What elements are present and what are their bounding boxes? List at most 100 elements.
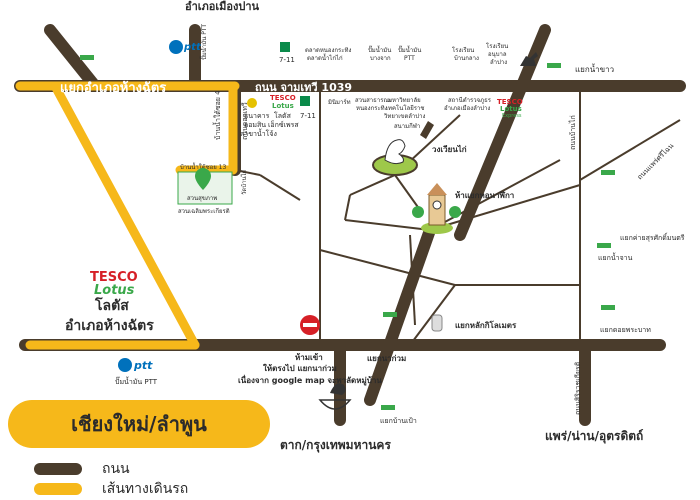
clock-face-icon (432, 200, 442, 210)
horse-icon (520, 52, 538, 66)
seven-eleven-marker: 7-11 (300, 96, 316, 120)
yaek-khai-surasak-label: แยกค่ายสุรศักดิ์มนตรี (620, 232, 685, 242)
seven-eleven-icon (300, 96, 310, 106)
rooster-bowl-icon (318, 383, 352, 410)
bank-sub-label: ออมสิน (244, 121, 266, 129)
ptt-text: ptt (133, 359, 153, 372)
lotus-text: Lotus (94, 283, 135, 298)
mid-govt-label: สถานีตำรวจภูธร (448, 96, 492, 104)
express-text: Express (502, 113, 522, 119)
traffic-light-icon (601, 305, 615, 310)
traffic-light-icon (597, 243, 611, 248)
top-school2-c-label: ลำปาง (490, 59, 507, 66)
ptt-icon (118, 358, 132, 372)
minor-road (409, 284, 456, 346)
ban-nam-tai-soi4-label: บ้านน้ำใต้ซอย 4 (211, 90, 222, 140)
road-north-west (44, 24, 101, 92)
tesco-lotus-logo: TESCO Lotus (90, 270, 138, 298)
top-school-b-label: บ้านกลาง (454, 55, 479, 62)
destination-marker: สวนสุขภาพ สวนเฉลิมพระเกียรติ (177, 168, 233, 215)
minor-road (319, 249, 456, 286)
traffic-light-icon (601, 170, 615, 175)
top-shop2b-label: บางจาก (370, 55, 391, 62)
seven-eleven-label: 7-11 (300, 112, 316, 120)
ptt-logo-bottom: ptt ปั๊มน้ำมัน PTT (115, 358, 158, 386)
wong-wian-kai-label: วงเวียนไก่ (432, 144, 467, 154)
lotus-express-marker: TESCO Lotus โลตัส เอ็กซ์เพรส (268, 94, 299, 129)
thanon-ban-kai-don-label: ถนนบ้านไก่ (568, 115, 577, 150)
minor-road (344, 219, 431, 231)
mid-stadium-label: สนามกีฬา (394, 122, 420, 130)
top-shop3-label: ปั๊มน้ำมัน (398, 44, 421, 54)
top-school-label: โรงเรียน (452, 46, 474, 54)
bank-marker: ธนาคาร ออมสิน สาขาน้ำโจ้ง (240, 98, 277, 138)
minor-roads (234, 90, 681, 346)
bank-sub2-label: สาขาน้ำโจ้ง (240, 127, 277, 138)
mini-mart-label: มินิมาร์ท (328, 98, 351, 106)
seven-eleven-top-label: 7-11 (279, 56, 295, 64)
yaek-ban-pao-label: แยกบ้านเป้า (380, 417, 417, 425)
minor-road (429, 159, 561, 231)
lotus-label: โลตัส (94, 296, 129, 314)
road-diagonal-sw (364, 224, 436, 406)
no-entry-bar (303, 323, 317, 327)
tak-bkk-label: ตาก/กรุงเทพมหานคร (280, 438, 391, 453)
clock-tower-marker (412, 183, 461, 234)
ptt-note-bottom: ปั๊มน้ำมัน PTT (115, 375, 158, 386)
rooster-icon (330, 383, 346, 395)
top-shop3b-label: PTT (404, 55, 415, 62)
tesco-text: TESCO (90, 270, 138, 285)
map-pin-icon (195, 168, 211, 190)
traffic-light-icon (80, 55, 94, 60)
top-shop1-label: ตลาดหนองกระทิง (305, 47, 351, 54)
destination-label: สวนสุขภาพ (187, 195, 217, 202)
bowl-icon (318, 399, 352, 410)
mid-college-c-label: วิทยาเขตลำปาง (383, 113, 425, 120)
wong-wian-kai-roundabout (372, 121, 434, 176)
thanon-siri-rat-label: ถนนสิริราชเกียรติ (574, 361, 582, 415)
wat-ban-kai-label: วัดบ้านไก่ (240, 169, 248, 195)
thanon-khaonam-label: ถนนดอกเทวี (241, 102, 249, 140)
clock-tower-icon (428, 194, 446, 226)
traffic-lights (80, 55, 615, 410)
amphoe-mueang-pan-label: อำเภอเมืองปาน (185, 0, 260, 13)
lotus-express-text: Lotus (500, 105, 522, 113)
tree-icon (449, 206, 461, 218)
ban-nam-tai-soi13-label: บ้านน้ำใต้ซอย 13 (180, 161, 226, 171)
minor-road (349, 174, 396, 196)
clock-roof-icon (427, 183, 447, 195)
minor-road (579, 119, 681, 181)
ho-nalika-label: ห้าแยกหอนาฬิกา (455, 190, 514, 200)
rail-icon (420, 121, 434, 139)
yaek-lak-kilo-label: แยกหลักกิโลเมตร (455, 320, 517, 330)
mid-govt-b-label: อำเภอเมืองลำปาง (444, 104, 490, 112)
top-shop2-label: ปั๊มน้ำมัน (368, 44, 391, 54)
destination-sub-label: สวนเฉลิมพระเกียรติ (178, 207, 230, 215)
mid-college-label: มหาวิทยาลัย (388, 97, 421, 104)
top-school2-b-label: อนุบาล (488, 51, 507, 58)
lotus-sub-label: อำเภอห้างฉัตร (65, 318, 154, 334)
lotus-small-sub: เอ็กซ์เพรส (268, 120, 299, 129)
tesco-small-text: TESCO (270, 94, 296, 102)
chicken-icon (384, 139, 406, 165)
yaek-pha-bat-label: แยกดอยพระบาท (600, 326, 651, 334)
seven-eleven-top: 7-11 (279, 42, 295, 64)
ha-khao-label: ห้ามเข้า (295, 352, 323, 362)
yaek-nam-khao-label: แยกน้ำขาว (575, 63, 614, 74)
lotus-small-logo: Lotus (272, 102, 294, 110)
tesco-express-marker: TESCO Lotus Express (497, 98, 523, 119)
km-stone-icon (431, 314, 443, 332)
yaek-amphoe-label: แยกอำเภอห้างฉัตร (60, 80, 166, 96)
yaek-na-kuan-label: แยกนาก่วม (367, 354, 406, 363)
ptt-logo-top: ptt ปั๊มน้ำมัน PTT (169, 24, 208, 60)
minor-road (394, 174, 421, 211)
ptt-note-top: ปั๊มน้ำมัน PTT (198, 24, 208, 60)
bank-icon (247, 98, 257, 108)
thanon-jamthewi-label: ถนน จามเทวี 1039 (255, 81, 352, 94)
mid-college-b-label: เทคโนโลยีราช (386, 104, 424, 112)
tesco-express-text: TESCO (497, 98, 523, 106)
minor-road (429, 184, 581, 231)
traffic-light-icon (547, 63, 561, 68)
top-shop1b-label: ตลาดน้ำไก่ไก่ (307, 52, 343, 62)
minor-road (259, 174, 301, 201)
